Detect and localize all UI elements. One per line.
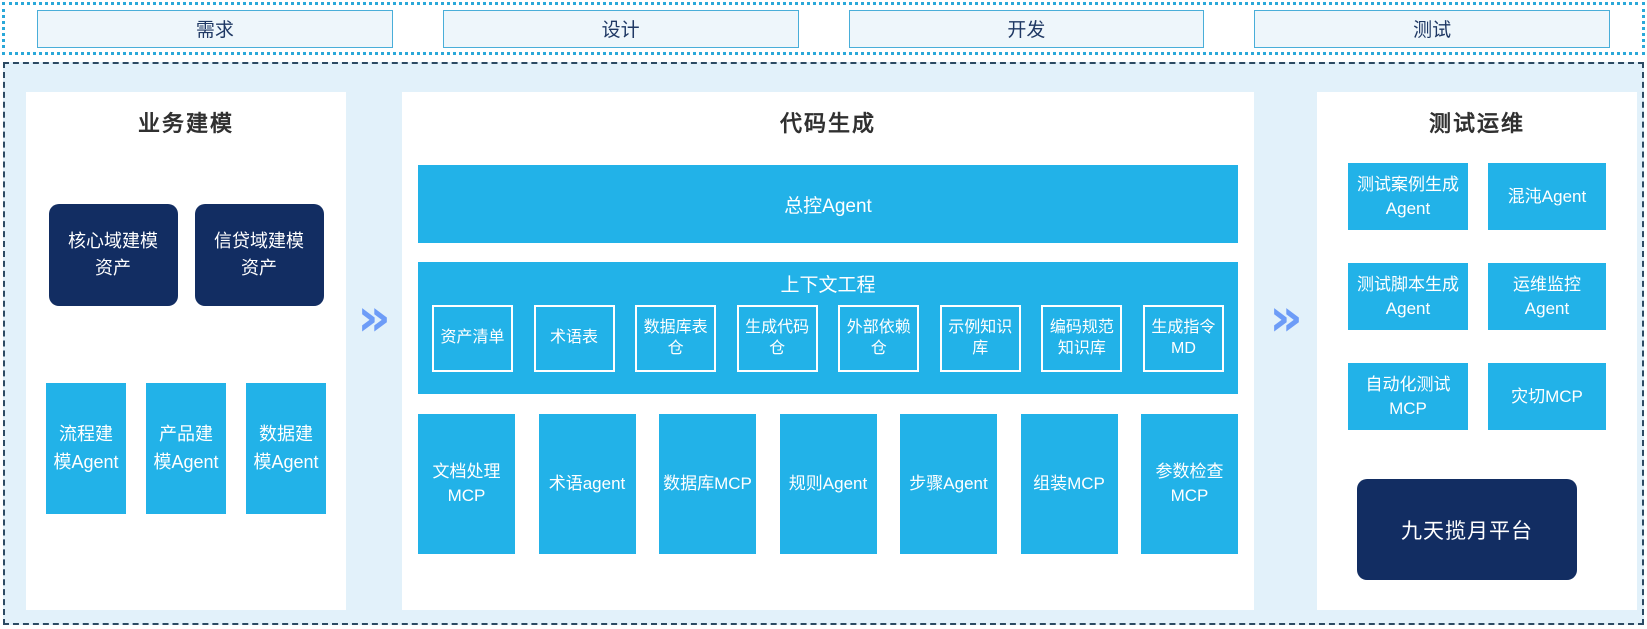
context-engineering-panel: 上下文工程 资产清单 术语表 数据库表仓 生成代码仓 外部依赖仓 示例知识库 编…: [418, 262, 1238, 394]
assembly-mcp-box: 组装MCP: [1020, 414, 1118, 554]
modeling-agent-row: 流程建模Agent 产品建模Agent 数据建模Agent: [26, 383, 346, 514]
chaos-agent-box: 混沌Agent: [1488, 163, 1606, 230]
coding-standard-knowledge-base-box: 编码规范知识库: [1041, 305, 1123, 372]
mcp-agent-row: 文档处理MCP 术语agent 数据库MCP 规则Agent 步骤Agent 组…: [418, 414, 1238, 554]
phase-design: 设计: [442, 9, 799, 48]
modeling-asset-row: 核心域建模资产 信贷域建模资产: [26, 204, 346, 306]
context-items-row: 资产清单 术语表 数据库表仓 生成代码仓 外部依赖仓 示例知识库 编码规范知识库…: [418, 305, 1238, 372]
flow-arrow-icon: »: [1269, 288, 1303, 348]
test-script-generation-agent-box: 测试脚本生成Agent: [1348, 263, 1468, 330]
phase-requirements: 需求: [37, 9, 393, 48]
step-agent-box: 步骤Agent: [900, 414, 997, 554]
test-ops-title: 测试运维: [1428, 111, 1525, 136]
parameter-check-mcp-box: 参数检查MCP: [1141, 414, 1238, 554]
doc-processing-mcp-box: 文档处理MCP: [418, 414, 515, 554]
example-knowledge-base-box: 示例知识库: [939, 305, 1021, 372]
automated-testing-mcp-box: 自动化测试MCP: [1348, 363, 1468, 430]
external-dependency-repo-box: 外部依赖仓: [838, 305, 920, 372]
db-table-repo-box: 数据库表仓: [635, 305, 717, 372]
jiutian-lanyue-platform-box: 九天揽月平台: [1357, 479, 1577, 580]
credit-domain-asset-box: 信贷域建模资产: [194, 204, 324, 306]
data-modeling-agent-box: 数据建模Agent: [246, 383, 326, 514]
generation-instruction-md-box: 生成指令MD: [1142, 305, 1224, 372]
phase-testing: 测试: [1254, 9, 1610, 48]
phase-strip: 需求 设计 开发 测试: [2, 2, 1645, 55]
glossary-agent-box: 术语agent: [538, 414, 636, 554]
context-engineering-title: 上下文工程: [780, 275, 876, 296]
master-agent-bar: 总控Agent: [418, 165, 1238, 243]
disaster-switch-mcp-box: 灾切MCP: [1488, 363, 1606, 430]
process-modeling-agent-box: 流程建模Agent: [46, 383, 126, 514]
phase-development: 开发: [848, 9, 1205, 48]
code-generation-panel: 代码生成 总控Agent 上下文工程 资产清单 术语表 数据库表仓 生成代码仓 …: [402, 92, 1254, 610]
ops-monitoring-agent-box: 运维监控Agent: [1488, 263, 1606, 330]
main-container: 业务建模 核心域建模资产 信贷域建模资产 流程建模Agent 产品建模Agent…: [3, 62, 1644, 625]
flow-arrow-icon: »: [357, 288, 391, 348]
core-domain-asset-box: 核心域建模资产: [48, 204, 178, 306]
test-ops-panel: 测试运维 测试案例生成Agent 混沌Agent 测试脚本生成Agent 运维监…: [1317, 92, 1637, 610]
test-ops-grid: 测试案例生成Agent 混沌Agent 测试脚本生成Agent 运维监控Agen…: [1317, 163, 1637, 430]
asset-list-box: 资产清单: [432, 305, 513, 372]
business-modeling-panel: 业务建模 核心域建模资产 信贷域建模资产 流程建模Agent 产品建模Agent…: [26, 92, 346, 610]
test-case-generation-agent-box: 测试案例生成Agent: [1348, 163, 1468, 230]
generated-code-repo-box: 生成代码仓: [736, 305, 818, 372]
rule-agent-box: 规则Agent: [779, 414, 877, 554]
database-mcp-box: 数据库MCP: [659, 414, 756, 554]
code-generation-title: 代码生成: [779, 111, 876, 136]
glossary-box: 术语表: [533, 305, 615, 372]
product-modeling-agent-box: 产品建模Agent: [146, 383, 226, 514]
business-modeling-title: 业务建模: [137, 111, 234, 136]
